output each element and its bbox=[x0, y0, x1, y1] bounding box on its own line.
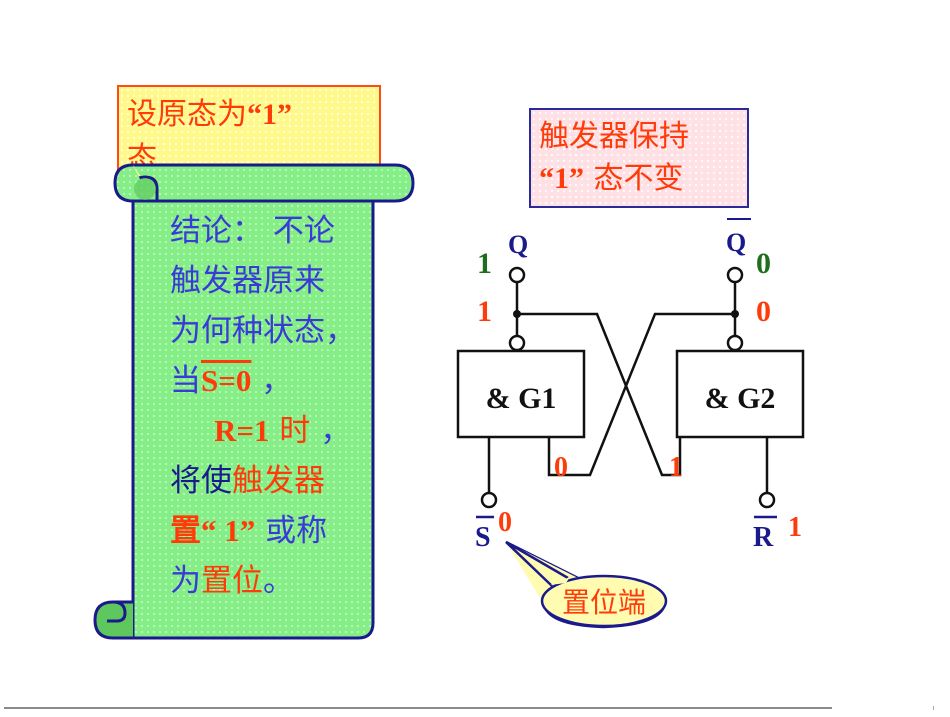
initial-state-text: 设原态为“1”态 bbox=[127, 97, 292, 176]
conclusion-segment: 时 bbox=[269, 413, 311, 449]
q-terminal bbox=[508, 266, 526, 284]
hold-state-text: 触发器保持“1” 态不变 bbox=[539, 119, 689, 196]
q-label: Q bbox=[508, 230, 528, 259]
s-bar-terminal bbox=[480, 491, 498, 509]
conclusion-text: 结论： 不论触发器原来为何种状态，当S=0 ，R=1 时 ，将使触发器置“ 1”… bbox=[170, 206, 380, 606]
initial-state-note: 设原态为“1”态 bbox=[117, 85, 381, 181]
conclusion-line: 结论： 不论 bbox=[170, 206, 380, 256]
conclusion-scroll-shape bbox=[93, 163, 415, 640]
r-input-value: 1 bbox=[788, 512, 802, 543]
q-junction-dot bbox=[513, 310, 521, 318]
conclusion-segment: 当 bbox=[170, 363, 201, 399]
conclusion-segment: 触发器原来 bbox=[170, 263, 325, 299]
q-prev-value: 1 bbox=[477, 247, 492, 280]
q-feedback-wire bbox=[517, 312, 682, 477]
g1-feedback-input-value: 0 bbox=[554, 452, 568, 483]
conclusion-segment: 置位 bbox=[201, 563, 263, 599]
conclusion-segment: ， bbox=[310, 413, 352, 449]
footer-tick bbox=[933, 706, 934, 710]
conclusion-segment: S=0 bbox=[201, 363, 252, 398]
qbar-junction-dot bbox=[731, 310, 739, 318]
conclusion-segment: 触发器 bbox=[232, 463, 325, 499]
conclusion-segment: 为何种状态 bbox=[170, 313, 325, 349]
conclusion-segment: 为 bbox=[170, 563, 201, 599]
qbar-prev-value: 0 bbox=[756, 247, 771, 280]
gate-g1-label: & G1 bbox=[486, 382, 557, 415]
conclusion-line: 将使触发器 bbox=[170, 456, 380, 506]
g1-output-bubble bbox=[508, 334, 526, 352]
hold-state-value: 1 bbox=[554, 162, 569, 195]
q-new-value: 1 bbox=[477, 295, 492, 328]
conclusion-segment: ， bbox=[325, 313, 356, 349]
conclusion-segment: 。 bbox=[263, 563, 294, 599]
conclusion-segment: 置“ 1” bbox=[170, 513, 256, 548]
conclusion-segment: ， bbox=[251, 363, 293, 399]
conclusion-segment: 结论： 不论 bbox=[170, 213, 335, 249]
hold-state-note: 触发器保持“1” 态不变 bbox=[529, 108, 749, 208]
gate-g2-box bbox=[675, 349, 805, 439]
gate-g1-box bbox=[456, 349, 586, 439]
callout-label: 置位端 bbox=[562, 586, 646, 619]
conclusion-line: 触发器原来 bbox=[170, 256, 380, 306]
qbar-label: Q bbox=[726, 228, 746, 257]
g2-feedback-input-value: 1 bbox=[669, 452, 683, 483]
sbar-label: S bbox=[475, 522, 491, 553]
callout-ellipse bbox=[540, 574, 668, 628]
conclusion-line: 为何种状态， bbox=[170, 306, 380, 356]
conclusion-line: 当S=0 ， bbox=[170, 356, 380, 406]
conclusion-line: 置“ 1” 或称 bbox=[170, 506, 380, 556]
qbar-terminal bbox=[726, 266, 744, 284]
conclusion-line: R=1 时 ， bbox=[170, 406, 380, 456]
conclusion-segment: R=1 bbox=[214, 413, 270, 448]
gate-g2-label: & G2 bbox=[705, 382, 776, 415]
initial-state-value: 1 bbox=[262, 98, 277, 131]
rbar-label: R bbox=[753, 522, 774, 553]
rs-flipflop-circuit: & G1 & G2 Q Q S R 1 1 0 0 0 1 0 1 置位端 bbox=[456, 218, 805, 629]
qbar-new-value: 0 bbox=[756, 295, 771, 328]
footer-divider bbox=[4, 707, 832, 709]
qbar-feedback-wire bbox=[547, 312, 735, 477]
g2-output-bubble bbox=[726, 334, 744, 352]
conclusion-segment: 将使 bbox=[170, 463, 232, 499]
conclusion-segment: 或称 bbox=[255, 513, 328, 549]
s-input-value: 0 bbox=[498, 507, 512, 538]
r-bar-terminal bbox=[758, 491, 776, 509]
conclusion-line: 为置位。 bbox=[170, 556, 380, 606]
